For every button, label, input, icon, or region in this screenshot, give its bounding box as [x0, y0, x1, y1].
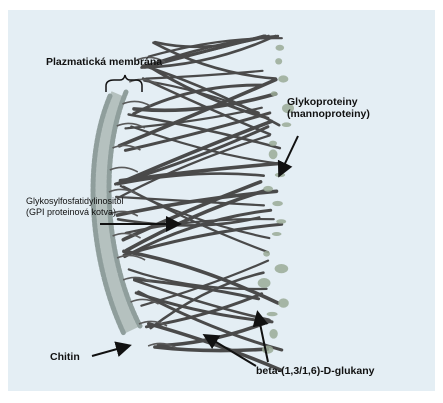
mannoprotein-blob	[267, 312, 278, 316]
membrane-bracket	[106, 75, 142, 92]
glucan-label: beta-(1,3/1,6)-D-glukany	[256, 365, 374, 377]
mannoprotein-blob	[272, 232, 282, 236]
chitin-label: Chitin	[50, 351, 80, 363]
mannoprotein-blob	[271, 91, 278, 96]
mannoprotein-blob	[275, 264, 289, 273]
mannoprotein-blob	[278, 298, 289, 307]
chitin-strand	[123, 101, 151, 106]
mannoprotein-blobs	[258, 45, 294, 354]
chitin-strand	[110, 167, 138, 172]
mannoprotein-blob	[263, 186, 273, 192]
gpi-label-line2: (GPI proteinová kotva)	[26, 207, 124, 218]
glucan-fiber	[155, 347, 267, 351]
glycoprotein-label-line2: (mannoproteiny)	[287, 108, 370, 120]
gpi-anchor-label: Glykosylfosfatidylinositol (GPI proteino…	[26, 196, 124, 218]
mannoprotein-blob	[275, 58, 282, 64]
mannoprotein-blob	[272, 201, 283, 206]
mannoprotein-blob	[282, 122, 292, 127]
mannoprotein-blob	[269, 329, 277, 339]
mannoprotein-blob	[258, 278, 271, 288]
glucan-fiber	[143, 79, 270, 135]
glycoprotein-arrow	[280, 136, 298, 174]
mannoprotein-blob	[263, 251, 270, 257]
mannoprotein-blob	[278, 75, 288, 82]
mannoprotein-blob	[269, 141, 277, 146]
mannoprotein-blob	[276, 219, 286, 224]
plasma-membrane-label: Plazmatická membrána	[46, 56, 162, 68]
glycoprotein-label: Glykoproteiny (mannoproteiny)	[287, 96, 370, 120]
glucan-fiber	[145, 36, 264, 67]
mannoprotein-blob	[262, 346, 273, 354]
mannoprotein-blob	[276, 45, 285, 51]
glycoprotein-label-line1: Glykoproteiny	[287, 96, 370, 108]
chitin-arrow	[92, 346, 128, 356]
mannoprotein-blob	[269, 149, 278, 159]
gpi-label-line1: Glykosylfosfatidylinositol	[26, 196, 124, 207]
